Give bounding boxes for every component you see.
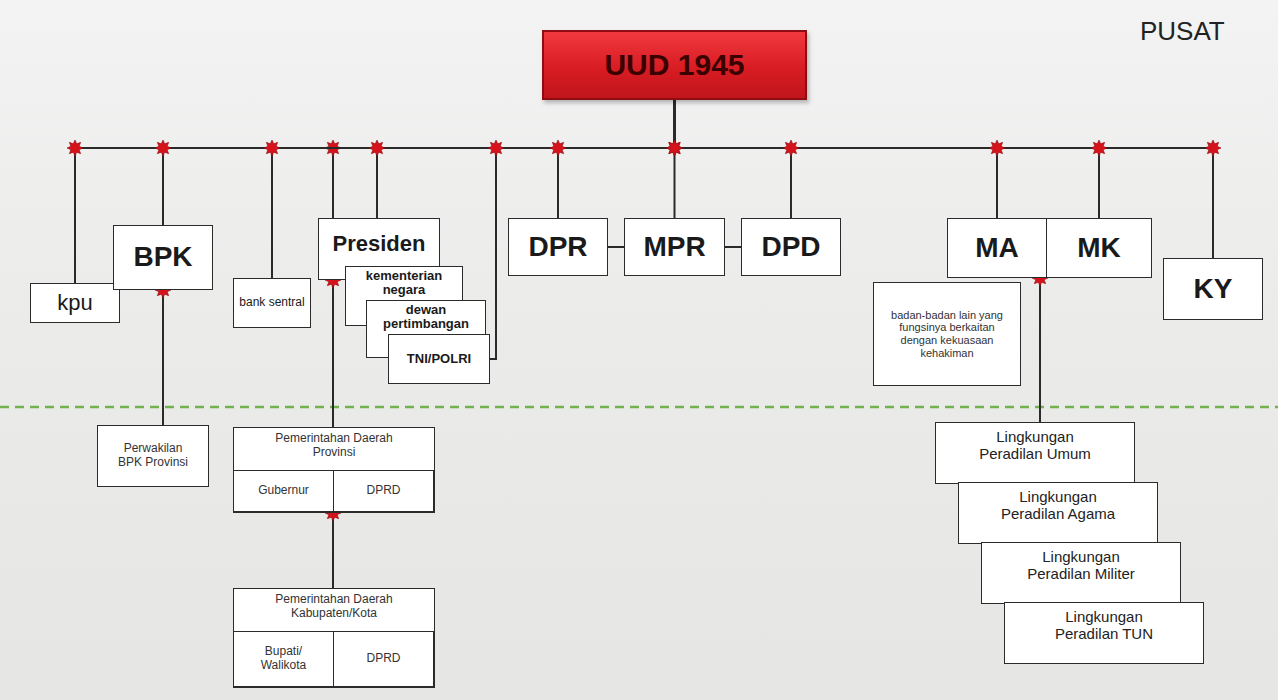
institution-box: MA xyxy=(947,218,1047,278)
junction-dot xyxy=(1205,140,1221,156)
node-text: Presiden xyxy=(333,231,426,256)
node-text: UUD 1945 xyxy=(604,48,744,83)
region-label: PUSAT xyxy=(1140,16,1225,47)
node-text: BPK xyxy=(133,241,192,273)
sub-box: Gubernur xyxy=(233,470,334,512)
institution-box: BPK xyxy=(113,225,213,290)
node-text: kementerian negara xyxy=(350,269,458,296)
connector xyxy=(558,100,675,218)
regional-box: Perwakilan BPK Provinsi xyxy=(97,425,209,487)
institution-box: MPR xyxy=(624,218,725,276)
institution-box: DPR xyxy=(508,218,608,276)
node-text: Lingkungan Peradilan TUN xyxy=(1039,608,1169,643)
institution-box: KY xyxy=(1163,258,1263,320)
node-text: Gubernur xyxy=(258,484,309,498)
institution-box: DPD xyxy=(741,218,841,276)
connector xyxy=(675,100,1100,218)
node-text: Lingkungan Peradilan Umum xyxy=(970,428,1100,463)
node-text: dewan pertimbangan xyxy=(371,303,481,330)
junction-dot xyxy=(264,140,280,156)
court-box: Lingkungan Peradilan Agama xyxy=(958,482,1158,544)
institution-box: MK xyxy=(1046,218,1152,278)
connector xyxy=(332,280,334,427)
junction-dot xyxy=(667,140,683,156)
node-text: Bupati/ Walikota xyxy=(254,645,314,673)
node-text: MPR xyxy=(643,231,705,263)
connector xyxy=(162,290,164,425)
sub-box: DPRD xyxy=(333,470,434,512)
sub-box: Bupati/ Walikota xyxy=(233,631,334,687)
node-text: Pemerintahan Daerah Provinsi xyxy=(269,432,399,460)
node-text: DPR xyxy=(528,231,587,263)
wire xyxy=(332,148,334,218)
node-text: DPD xyxy=(761,231,820,263)
junction-dot xyxy=(1091,140,1107,156)
node-text: TNI/POLRI xyxy=(407,352,471,367)
junction-dot xyxy=(488,140,504,156)
node-text: MK xyxy=(1077,232,1121,264)
junction-dot xyxy=(989,140,1005,156)
node-text: kpu xyxy=(57,290,92,315)
institution-box: bank sentral xyxy=(233,278,311,328)
regional-government-box: Pemerintahan Daerah ProvinsiGubernur DPRD xyxy=(233,427,435,513)
junction-dot xyxy=(667,140,683,156)
junction-dot xyxy=(155,140,171,156)
node-text: DPRD xyxy=(366,484,400,498)
court-box: Lingkungan Peradilan Umum xyxy=(935,422,1135,484)
connector xyxy=(608,246,624,248)
connector xyxy=(1039,278,1041,422)
node-text: Lingkungan Peradilan Agama xyxy=(993,488,1123,523)
node-text: Perwakilan BPK Provinsi xyxy=(113,442,193,470)
junction-dot xyxy=(550,140,566,156)
constitution-box: UUD 1945 xyxy=(542,30,807,100)
junction-dot xyxy=(783,140,799,156)
node-text: MA xyxy=(975,232,1019,264)
node-text: bank sentral xyxy=(239,296,304,310)
connector xyxy=(332,513,334,588)
node-text: Lingkungan Peradilan Militer xyxy=(1016,548,1146,583)
connector xyxy=(75,100,675,283)
sub-box: DPRD xyxy=(333,631,434,687)
junction-dot xyxy=(67,140,83,156)
node-text: badan-badan lain yang fungsinya berkaita… xyxy=(888,309,1006,360)
connector xyxy=(377,100,675,218)
court-box: Lingkungan Peradilan Militer xyxy=(981,542,1181,604)
connector xyxy=(163,100,675,225)
connector xyxy=(675,100,792,218)
note-box: badan-badan lain yang fungsinya berkaita… xyxy=(873,282,1021,386)
junction-dot xyxy=(369,140,385,156)
divider-line xyxy=(0,406,1278,409)
court-box: Lingkungan Peradilan TUN xyxy=(1004,602,1204,664)
institution-box: kpu xyxy=(30,283,120,323)
connector xyxy=(675,100,998,218)
regional-government-box: Pemerintahan Daerah Kabupaten/KotaBupati… xyxy=(233,588,435,688)
node-text: KY xyxy=(1194,273,1233,305)
node-text: DPRD xyxy=(366,652,400,666)
connector xyxy=(725,246,741,248)
node-text: Pemerintahan Daerah Kabupaten/Kota xyxy=(269,593,399,621)
stacked-box: TNI/POLRI xyxy=(388,334,490,384)
